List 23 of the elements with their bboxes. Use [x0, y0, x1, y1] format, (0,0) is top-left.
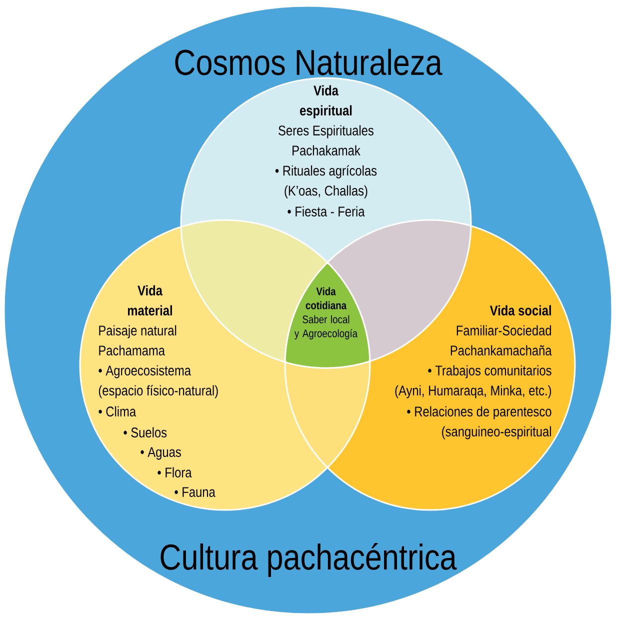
circle-text: Saber local y Agroecología [294, 315, 358, 340]
circle-text: • Relaciones de parentesco (sanguineo-espiritual [407, 406, 552, 440]
circle-text: Seres Espirituales [278, 125, 374, 138]
circle-text: • Agroecosistema (espacio físico-natural) [98, 365, 218, 398]
circle-text: Pachankamachaña [450, 345, 552, 356]
circle-text: • Suelos [124, 427, 167, 438]
circle-text: • Aguas [140, 447, 181, 460]
circle-text: • Rituales agrícolas (K’oas, Challas) [275, 165, 377, 198]
circle-heading: Vida cotidiana [306, 287, 347, 310]
circle-text: • Trabajos comunitarios (Ayni, Humaraqa, Minka, etc.) [395, 365, 552, 398]
circle-text: Familiar-Sociedad [456, 325, 551, 336]
circle-text: • Fauna [174, 487, 216, 497]
circle-heading: Vida espiritual [300, 85, 352, 118]
circle-text: Pachakamak [292, 145, 360, 156]
circle-title: Cosmos Naturaleza [175, 48, 442, 76]
circle-heading: Vida social [490, 305, 551, 316]
circle-text: • Flora [158, 467, 192, 478]
circle-text: Paisaje natural [99, 325, 176, 338]
circle-text: • Clima [98, 406, 136, 416]
circle-text: • Fiesta - Feria [288, 206, 365, 216]
circle-title: Cultura pachacéntrica [160, 543, 457, 577]
circle-text: Pachamama [99, 345, 165, 356]
circle-heading: Vida material [128, 285, 172, 316]
